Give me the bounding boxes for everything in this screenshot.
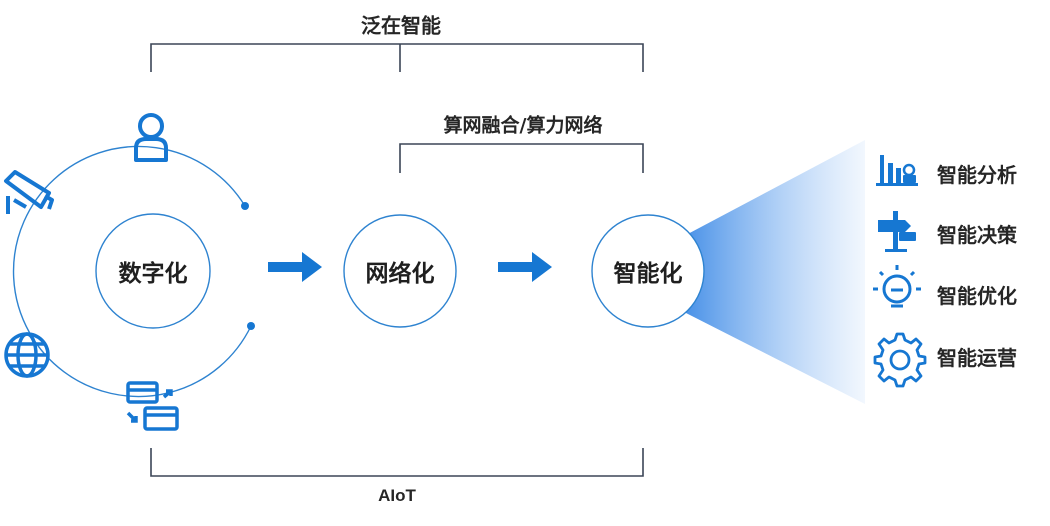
arrow-1 [268, 252, 322, 282]
signpost-icon [878, 211, 916, 252]
lightbulb-icon [873, 265, 921, 308]
stage-circle-intelligent [591, 214, 705, 328]
bar-chart-icon [876, 155, 918, 186]
globe-icon [4, 332, 50, 378]
middle-bracket [399, 143, 644, 173]
capability-label-analysis: 智能分析 [937, 163, 1017, 187]
camera-icon [4, 170, 54, 214]
user-icon [134, 113, 168, 162]
top-bracket [150, 43, 644, 72]
top-bracket-label: 泛在智能 [361, 13, 441, 38]
ring-end-dot-top [241, 202, 249, 210]
gear-icon [873, 332, 927, 388]
window-switch-icon [126, 381, 179, 431]
bottom-bracket [150, 448, 644, 477]
stage-circle-network [343, 214, 457, 328]
capability-label-decision: 智能决策 [937, 223, 1017, 247]
ring-end-dot-bottom [247, 322, 255, 330]
outer-ring-arc [12, 145, 252, 398]
middle-bracket-label: 算网融合/算力网络 [443, 114, 603, 137]
stage-label-digitize: 数字化 [118, 261, 188, 287]
stage-label-intelligent: 智能化 [613, 261, 683, 287]
bottom-bracket-label: AIoT [378, 486, 416, 505]
stage-label-network: 网络化 [365, 261, 435, 287]
arrow-2 [498, 252, 552, 282]
stage-circle-digitize [95, 213, 211, 329]
capability-label-operation: 智能运营 [937, 346, 1017, 370]
beam [684, 140, 865, 404]
capability-label-optimization: 智能优化 [937, 284, 1017, 308]
